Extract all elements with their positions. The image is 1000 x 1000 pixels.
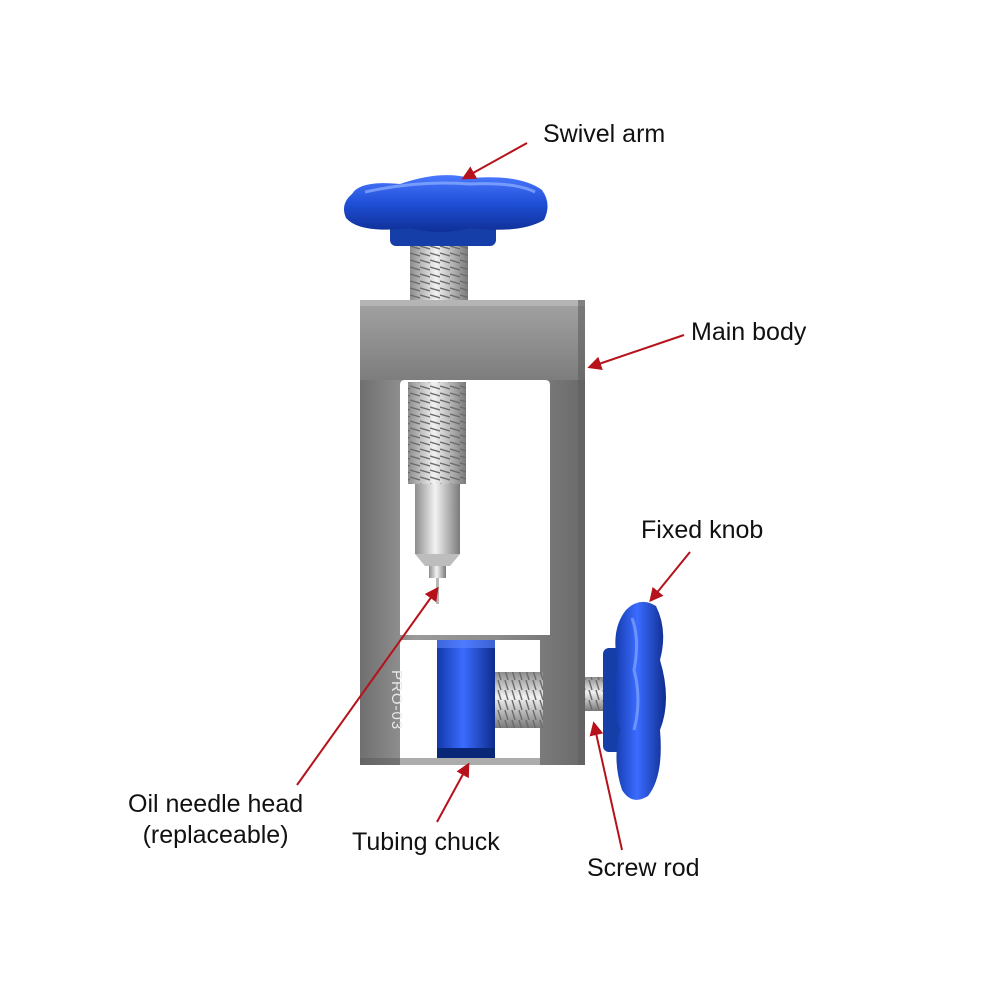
- label-oil-needle-line1: Oil needle head: [128, 790, 304, 818]
- label-fixed-knob: Fixed knob: [641, 516, 764, 544]
- arrow-main-body: [587, 334, 685, 371]
- callout-arrows: [296, 142, 691, 851]
- label-oil-needle-line2: (replaceable): [142, 821, 289, 850]
- arrow-fixed-knob: [649, 551, 691, 603]
- label-oil-needle-head: Oil needle head (replaceable): [128, 789, 303, 852]
- label-screw-rod: Screw rod: [587, 854, 700, 882]
- arrow-tubing-chuck: [436, 762, 470, 823]
- engraving-text: PRO-03: [388, 670, 405, 730]
- label-swivel-arm: Swivel arm: [543, 120, 666, 148]
- label-tubing-chuck: Tubing chuck: [352, 828, 500, 856]
- tubing-chuck[interactable]: [437, 640, 495, 758]
- inner-screw: [408, 382, 466, 484]
- arrow-screw-rod: [589, 721, 623, 851]
- screw-rod: [495, 672, 607, 728]
- arrow-swivel-arm: [461, 142, 528, 180]
- label-main-body: Main body: [691, 318, 807, 346]
- arrow-oil-needle: [296, 586, 439, 786]
- fixed-knob[interactable]: [603, 601, 666, 800]
- needle-holder: [415, 484, 460, 604]
- swivel-arm-knob[interactable]: [344, 175, 548, 246]
